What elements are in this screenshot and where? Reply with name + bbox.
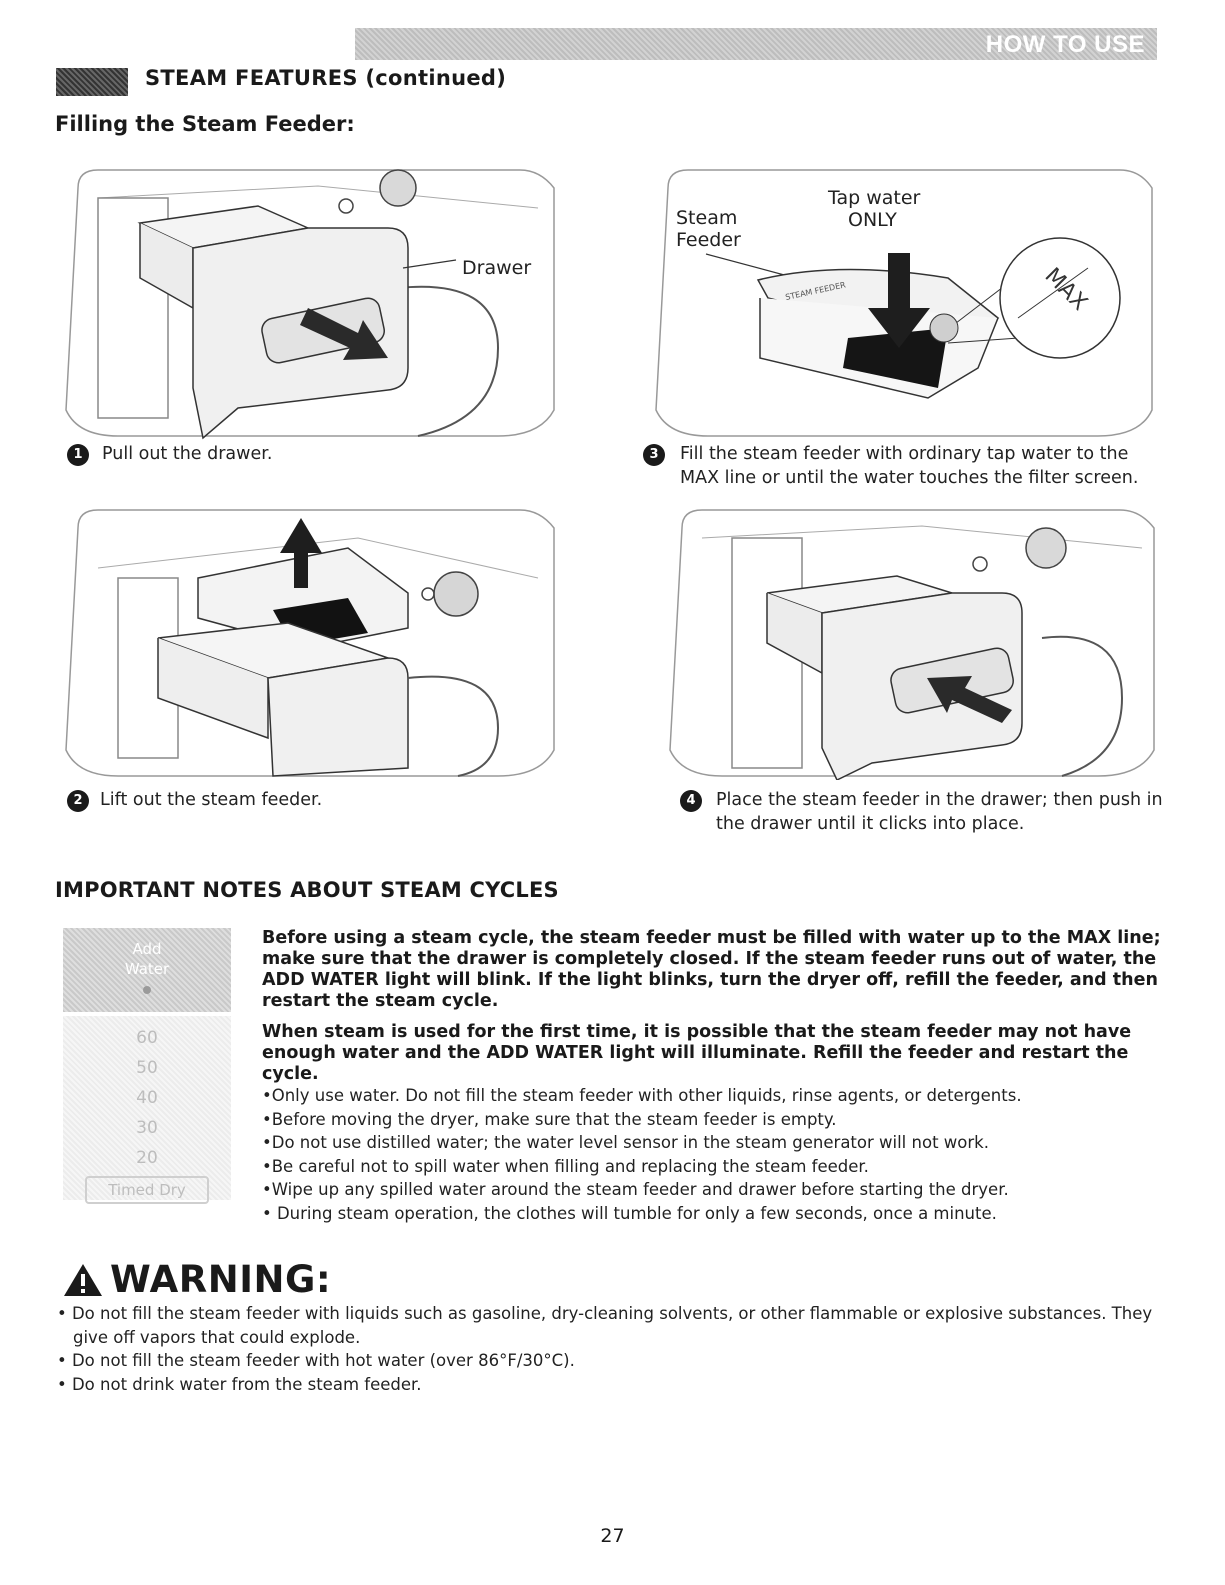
timed-dry-button: Timed Dry — [85, 1176, 209, 1204]
drawer-callout: Drawer — [462, 257, 531, 279]
important-notes-title: IMPORTANT NOTES ABOUT STEAM CYCLES — [55, 878, 559, 902]
illustration-fill-feeder: Steam Feeder Tap water ONLY STEAM FEEDER… — [648, 168, 1160, 440]
step-3-badge: 3 — [643, 444, 665, 466]
step-4-caption-line1: Place the steam feeder in the drawer; th… — [716, 790, 1163, 810]
level-40: 40 — [136, 1088, 158, 1108]
dry-time-levels: 60 50 40 30 20 — [63, 1016, 231, 1200]
warning-item: • Do not fill the steam feeder with hot … — [57, 1351, 575, 1370]
header-tab-label: HOW TO USE — [985, 31, 1145, 58]
tap-water-callout: Tap water — [827, 187, 921, 209]
level-30: 30 — [136, 1118, 158, 1138]
step-3-caption-line2: MAX line or until the water touches the … — [680, 468, 1139, 488]
illustration-place-feeder — [662, 508, 1160, 780]
notes-bullet: •Do not use distilled water; the water l… — [262, 1133, 989, 1152]
subsection-title: Filling the Steam Feeder: — [55, 112, 355, 136]
warning-title: WARNING: — [110, 1258, 332, 1301]
notes-bullet: • During steam operation, the clothes wi… — [262, 1203, 997, 1223]
only-callout: ONLY — [848, 209, 897, 231]
step-1-caption: Pull out the drawer. — [102, 444, 273, 464]
step-1-badge: 1 — [67, 444, 89, 466]
step-3-caption-line1: Fill the steam feeder with ordinary tap … — [680, 444, 1129, 464]
page-number: 27 — [600, 1525, 625, 1547]
notes-bullet-list: •Only use water. Do not fill the steam f… — [262, 1084, 1182, 1225]
control-panel-illustration: Add Water 60 50 40 30 20 Timed Dry — [63, 928, 231, 1204]
level-20: 20 — [136, 1148, 158, 1168]
notes-bullet: •Before moving the dryer, make sure that… — [262, 1109, 837, 1129]
steam-callout: Steam — [676, 207, 737, 229]
water-label: Water — [124, 960, 170, 978]
add-label: Add — [132, 940, 162, 958]
notes-bullet: •Wipe up any spilled water around the st… — [262, 1180, 1009, 1199]
step-4-caption-line2: the drawer until it clicks into place. — [716, 814, 1025, 834]
section-title: STEAM FEATURES (continued) — [145, 66, 507, 90]
level-50: 50 — [136, 1058, 158, 1078]
level-60: 60 — [136, 1028, 158, 1048]
feeder-callout: Feeder — [676, 229, 741, 251]
warning-item: • Do not drink water from the steam feed… — [57, 1374, 422, 1394]
section-marker — [56, 68, 128, 96]
warning-item: • Do not fill the steam feeder with liqu… — [57, 1304, 1153, 1347]
add-water-indicator: Add Water — [63, 928, 231, 1012]
warning-list: • Do not fill the steam feeder with liqu… — [57, 1302, 1167, 1396]
step-2-badge: 2 — [67, 790, 89, 812]
add-water-led-icon — [143, 986, 151, 994]
warning-triangle-icon — [64, 1264, 102, 1296]
step-4-badge: 4 — [680, 790, 702, 812]
notes-bullet: •Be careful not to spill water when fill… — [262, 1156, 869, 1176]
illustration-pull-out-drawer: Drawer — [58, 168, 560, 440]
notes-paragraph-1: Before using a steam cycle, the steam fe… — [262, 928, 1161, 1011]
step-2-caption: Lift out the steam feeder. — [100, 790, 323, 810]
how-to-use-header-bar: HOW TO USE — [355, 28, 1157, 60]
notes-bullet: •Only use water. Do not fill the steam f… — [262, 1086, 1022, 1105]
notes-paragraph-2: When steam is used for the first time, i… — [262, 1022, 1132, 1084]
illustration-lift-feeder — [58, 508, 560, 780]
